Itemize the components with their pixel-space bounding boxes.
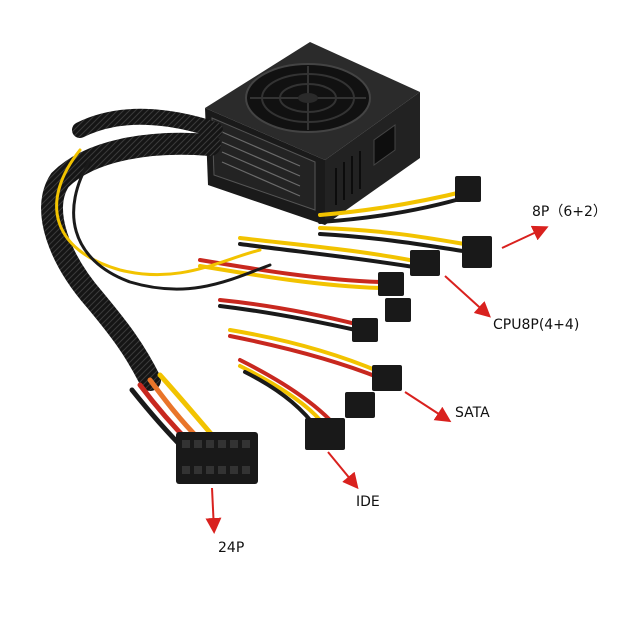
connector-sata-1 [378, 272, 404, 296]
connector-ide [305, 418, 345, 450]
connector-sata-5 [345, 392, 375, 418]
label-8p: 8P（6+2） [532, 204, 607, 220]
arrow-sata [404, 391, 452, 423]
label-24p: 24P [218, 540, 245, 556]
connector-sata-3 [352, 318, 378, 342]
wire-harness [55, 148, 472, 453]
annotation-arrows [205, 225, 549, 534]
connector-sata-4 [372, 365, 402, 391]
psu-unit [205, 42, 420, 225]
label-cpu8p: CPU8P(4+4) [493, 317, 580, 333]
label-sata: SATA [455, 405, 490, 421]
label-ide: IDE [356, 494, 380, 510]
power-socket-icon [373, 124, 396, 166]
sleeved-cable-bundle [41, 108, 223, 391]
connector-8p-a [455, 176, 481, 202]
arrow-ide [327, 451, 359, 490]
connector-8p-b [462, 236, 492, 268]
arrow-8p [501, 225, 549, 249]
connector-sata-2 [385, 298, 411, 322]
connector-24p [176, 432, 258, 484]
connector-cpu8p [410, 250, 440, 276]
psu-fan-icon [245, 63, 371, 133]
arrow-24p [205, 487, 222, 534]
arrow-cpu8p [444, 275, 491, 318]
connectors [176, 176, 492, 484]
